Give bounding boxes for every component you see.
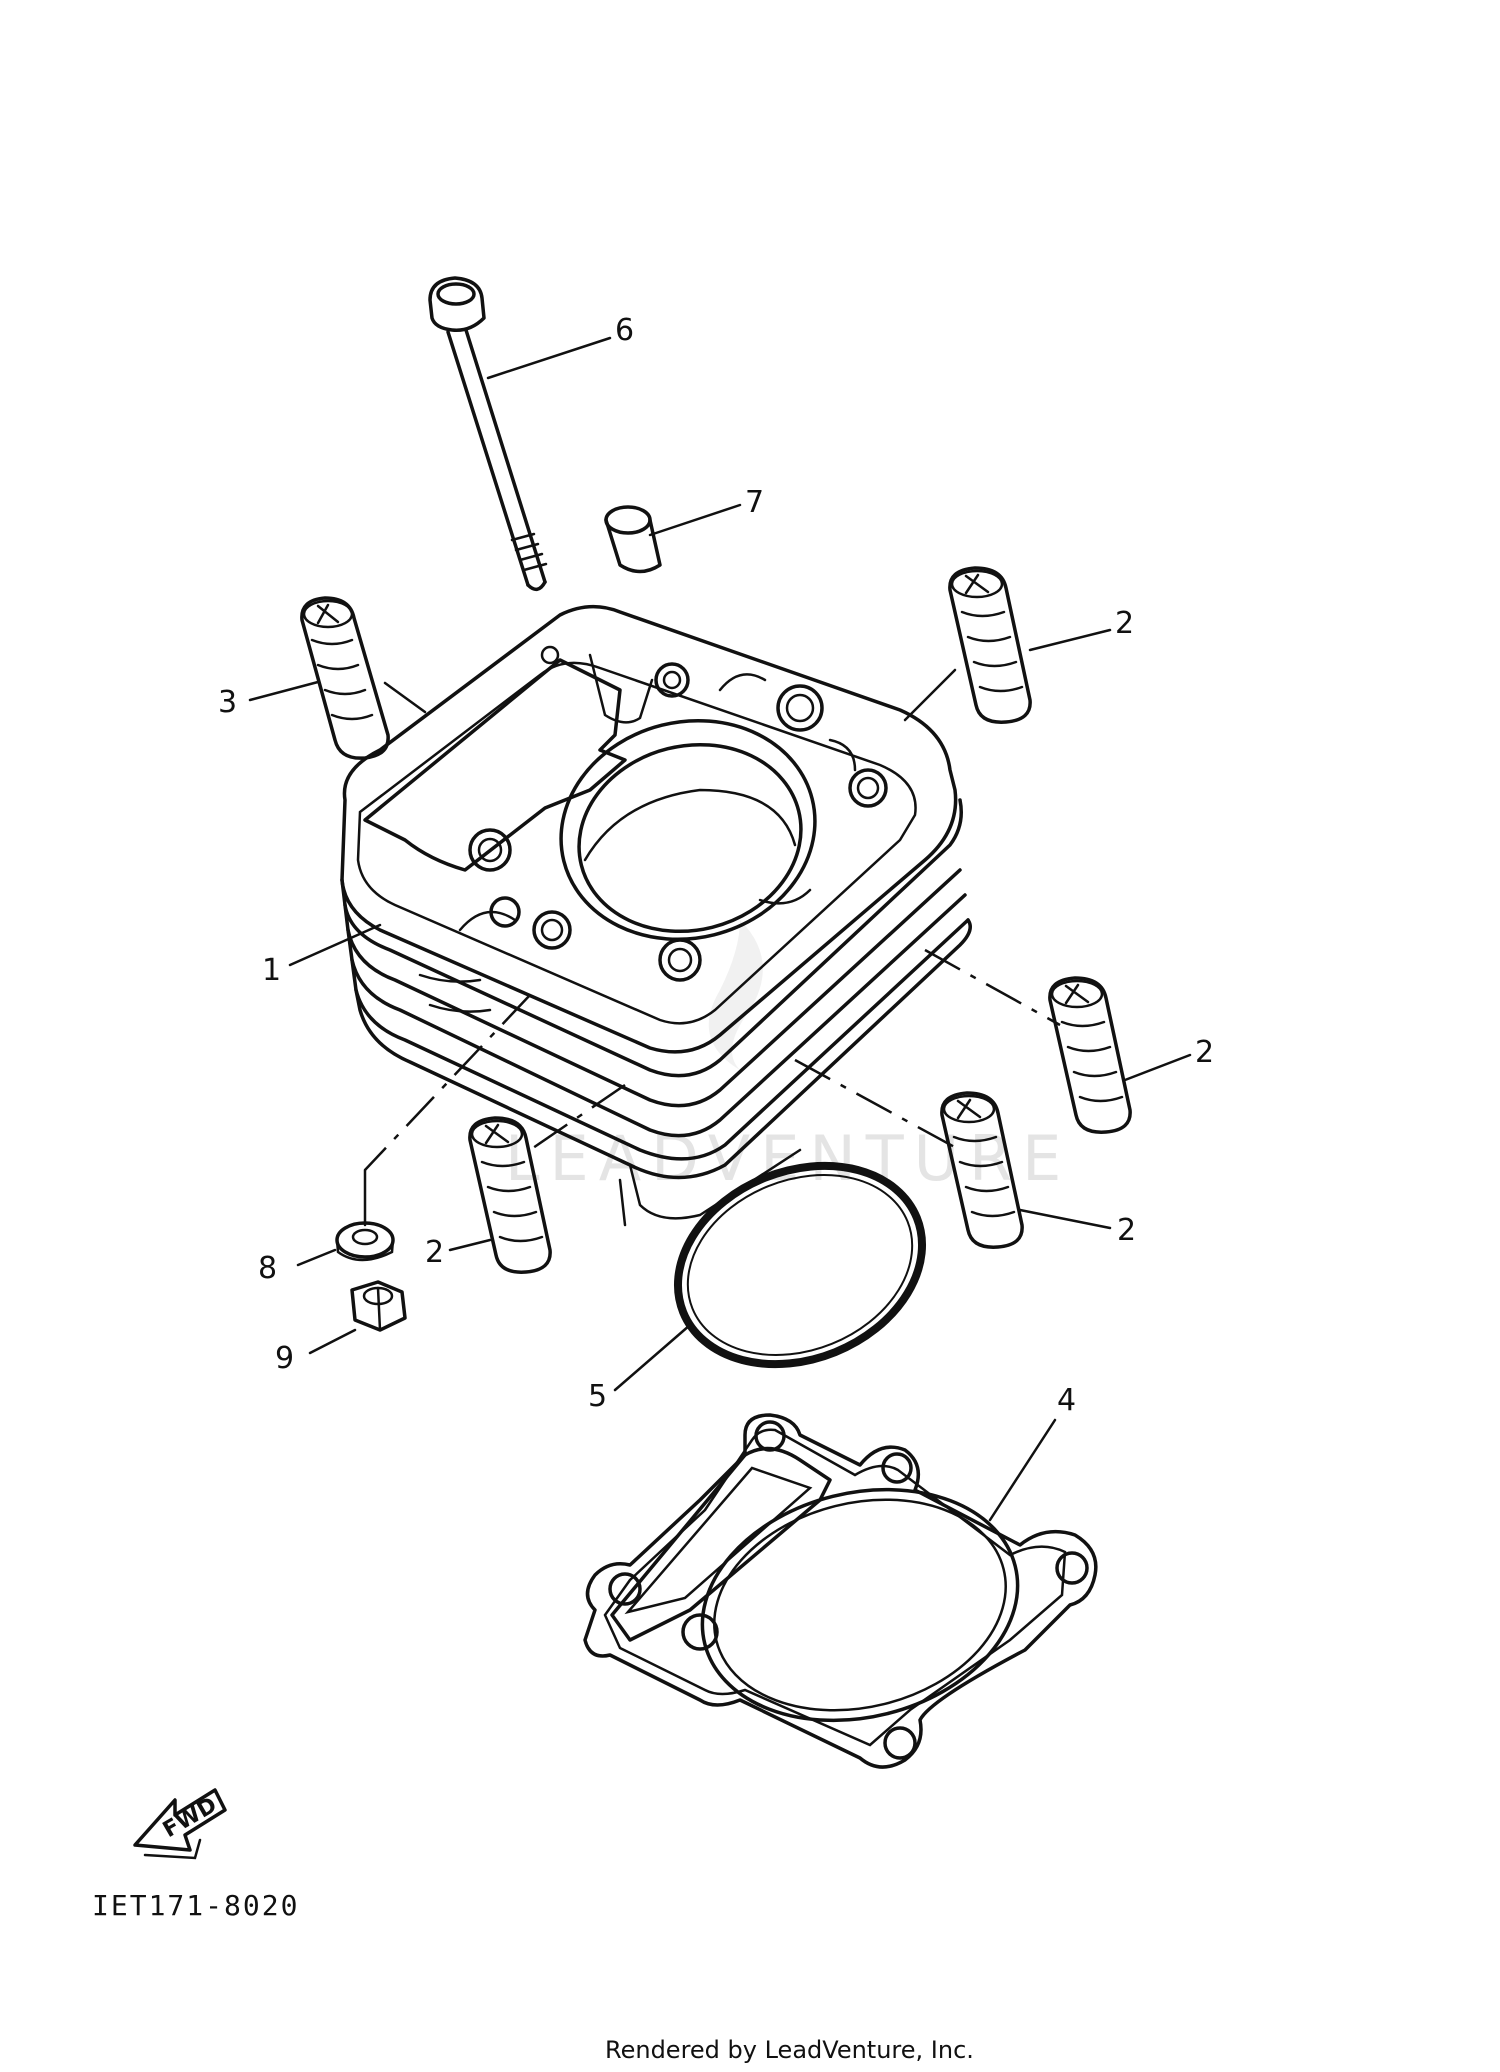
- callout-2-lower-left: 2: [425, 1235, 444, 1270]
- stud-bolt-2-lower-right[interactable]: [940, 1091, 1024, 1249]
- watermark: LEADVENTURE: [505, 1122, 1071, 1195]
- callouts: 1 2 2 2 2 3 4 5 6 7 8 9: [218, 313, 1214, 1418]
- stud-bolt-2-top-right[interactable]: [948, 566, 1032, 724]
- cylinder-gasket[interactable]: [583, 1413, 1098, 1769]
- callout-2-lower-right: 2: [1117, 1213, 1136, 1248]
- dowel-pin[interactable]: [604, 505, 662, 574]
- o-ring[interactable]: [648, 1131, 952, 1400]
- washer[interactable]: [335, 1221, 395, 1262]
- fwd-label: FWD: [159, 1793, 221, 1843]
- stud-bolt-3[interactable]: [300, 596, 390, 760]
- nut[interactable]: [350, 1280, 407, 1332]
- stud-bolt-2-lower-left[interactable]: [468, 1116, 552, 1274]
- leader-lines: [248, 336, 1192, 1522]
- callout-1: 1: [262, 953, 281, 988]
- callout-8: 8: [258, 1251, 277, 1286]
- forward-arrow-icon: FWD: [133, 1788, 227, 1860]
- callout-3: 3: [218, 685, 237, 720]
- diagram-code: IET171-8020: [92, 1889, 299, 1922]
- callout-2-right: 2: [1195, 1035, 1214, 1070]
- cylinder-block[interactable]: [340, 605, 972, 1227]
- callout-2-top-right: 2: [1115, 606, 1134, 641]
- callout-7: 7: [745, 485, 764, 520]
- callout-5: 5: [588, 1379, 607, 1414]
- callout-6: 6: [615, 313, 634, 348]
- stud-bolt-2-right[interactable]: [1048, 976, 1132, 1134]
- callout-4: 4: [1057, 1383, 1076, 1418]
- cylinder-bolt[interactable]: [428, 276, 548, 592]
- callout-9: 9: [275, 1341, 294, 1376]
- render-credit: Rendered by LeadVenture, Inc.: [605, 2036, 974, 2064]
